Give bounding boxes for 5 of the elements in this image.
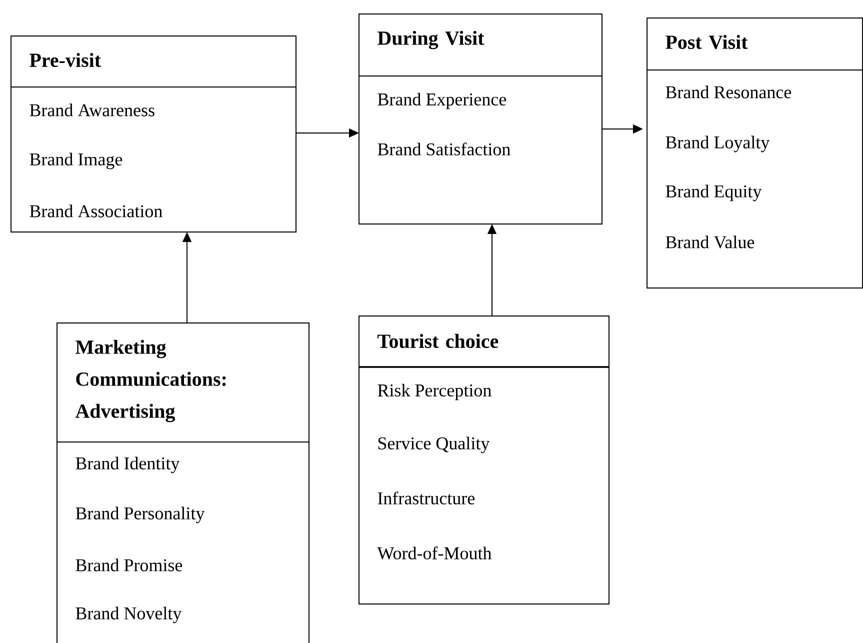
list-box: Marketing Communications: Advertising Brand Identity Brand Personality Brand Promise Brand Novelty xyxy=(56,322,310,643)
list-box: Post Visit Brand Resonance Brand Loyalty Brand Equity Brand Value xyxy=(646,18,863,288)
list-box: Tourist choice Risk Perception Service Quality Infrastructure Word-of-Mouth xyxy=(358,316,610,604)
list-box: Pre-visit Brand Awareness Brand Image Brand Association xyxy=(10,36,296,232)
list-box: During Visit Brand Experience Brand Satisfaction xyxy=(358,14,602,224)
